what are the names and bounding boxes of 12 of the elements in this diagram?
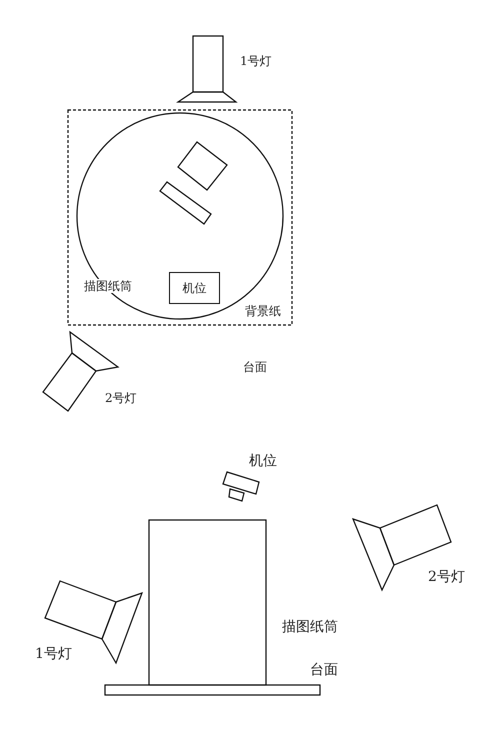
- part-label: 1号灯: [240, 54, 272, 68]
- part-label: 2号灯: [105, 391, 137, 405]
- part-label: 台面: [310, 662, 338, 678]
- part-label: 背景纸: [245, 304, 281, 318]
- part-label: 1号灯: [35, 646, 72, 662]
- camera-position-box: [169, 272, 220, 304]
- part-label: 描图纸筒: [84, 279, 132, 293]
- part-label: 描图纸筒: [282, 619, 338, 635]
- part-label: 2号灯: [428, 569, 465, 585]
- part-label: 台面: [243, 360, 267, 374]
- node-text: 机位: [182, 281, 206, 295]
- part-label: 机位: [249, 453, 277, 469]
